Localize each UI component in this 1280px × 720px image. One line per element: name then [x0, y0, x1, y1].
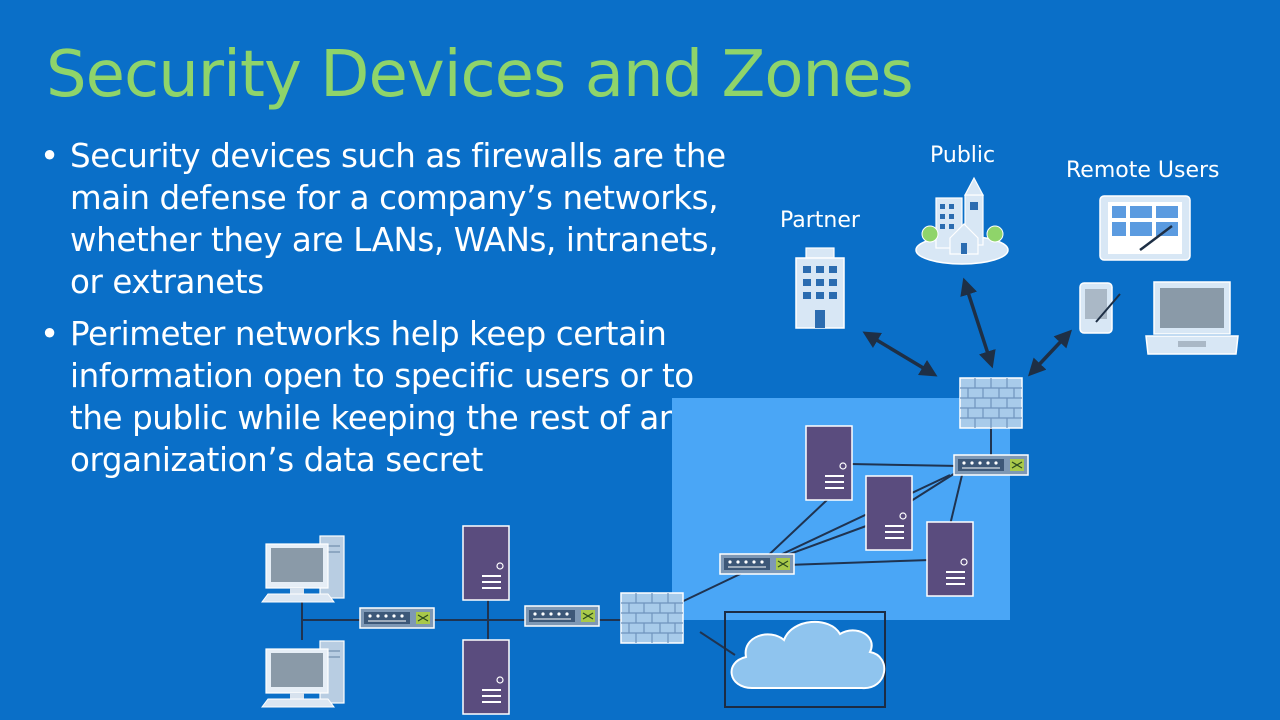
- bullet-item: • Perimeter networks help keep certain i…: [40, 313, 740, 481]
- switch-icon: [953, 454, 1029, 476]
- arrows: [862, 277, 1072, 377]
- bullet-item: • Security devices such as firewalls are…: [40, 135, 740, 303]
- building-icon: [795, 247, 845, 329]
- partner-label: Partner: [780, 208, 860, 233]
- server-icon: [865, 475, 913, 551]
- laptop-icon: [1145, 281, 1239, 355]
- server-icon: [926, 521, 974, 597]
- bullet-marker: •: [40, 315, 59, 353]
- bullet-list: • Security devices such as firewalls are…: [40, 135, 740, 491]
- tablet-icon: [1099, 195, 1191, 261]
- pda-icon: [1079, 282, 1121, 334]
- bullet-text: Perimeter networks help keep certain inf…: [70, 315, 694, 479]
- cloud-icon: [730, 621, 886, 690]
- server-icon: [805, 425, 853, 501]
- bullet-marker: •: [40, 137, 59, 175]
- bullet-text: Security devices such as firewalls are t…: [70, 137, 726, 301]
- firewall-icon: [959, 377, 1023, 429]
- city-icon: [915, 176, 1009, 265]
- arrow-remote-users: [1028, 329, 1072, 377]
- firewall-icon: [620, 592, 684, 644]
- desktop-computer-icon: [261, 535, 345, 603]
- cloud-frame: [724, 611, 886, 708]
- public-label: Public: [930, 143, 996, 168]
- switch-icon: [359, 607, 435, 629]
- desktop-computer-icon: [261, 640, 345, 708]
- arrow-partner: [862, 331, 938, 377]
- server-icon: [462, 639, 510, 715]
- server-icon: [462, 525, 510, 601]
- remote-users-label: Remote Users: [1066, 158, 1220, 183]
- switch-icon: [719, 553, 795, 575]
- switch-icon: [524, 605, 600, 627]
- slide-title: Security Devices and Zones: [46, 38, 914, 112]
- arrow-public: [960, 277, 996, 369]
